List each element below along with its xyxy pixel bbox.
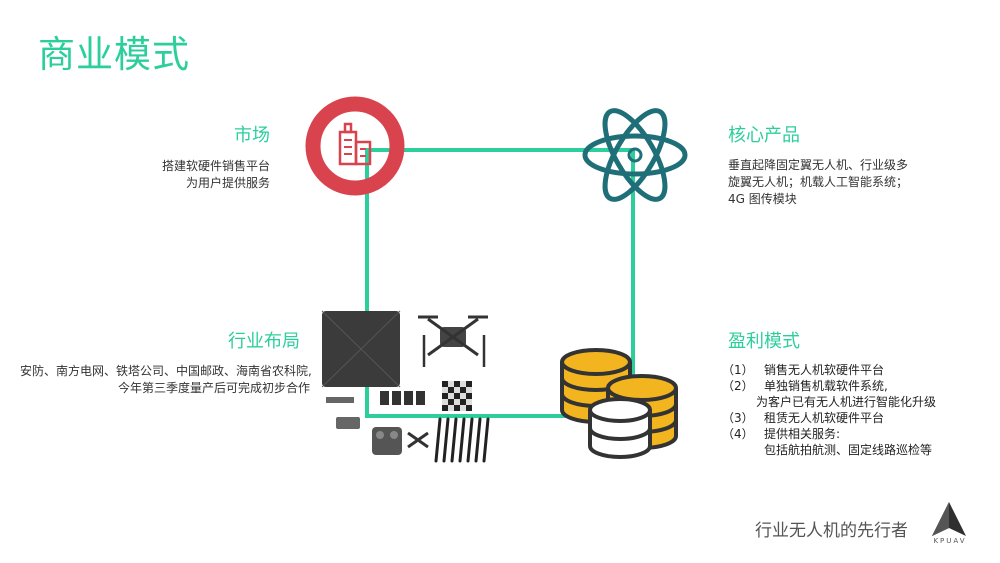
product-line-2: 旋翼无人机；机载人工智能系统； — [728, 175, 909, 189]
profit-item-3: （3） 租赁无人机软硬件平台 — [722, 410, 936, 426]
profit-item-2: （2） 单独销售机载软件系统, — [722, 378, 936, 394]
market-description: 搭建软硬件销售平台 为用户提供服务 — [110, 158, 270, 192]
profit-item-number: （1） — [722, 363, 754, 377]
coin-stacks-icon — [560, 348, 678, 459]
connection-frame — [365, 148, 635, 418]
profit-item-number: （4） — [722, 427, 754, 441]
industry-line-2: 今年第三季度量产后可完成初步合作 — [117, 381, 310, 395]
profit-item-text: 提供相关服务: — [764, 427, 841, 441]
market-line-2: 为用户提供服务 — [185, 176, 270, 190]
profit-heading: 盈利模式 — [728, 331, 800, 352]
market-line-1: 搭建软硬件销售平台 — [161, 159, 270, 173]
product-description: 垂直起降固定翼无人机、行业级多 旋翼无人机；机载人工智能系统； 4G 图传模块 — [728, 157, 908, 208]
market-heading: 市场 — [234, 125, 270, 146]
profit-item-text: 租赁无人机软硬件平台 — [764, 411, 885, 425]
profit-item-4-continued: 包括航拍航测、固定线路巡检等 — [764, 443, 933, 457]
product-line-1: 垂直起降固定翼无人机、行业级多 — [728, 158, 909, 172]
profit-item-4: （4） 提供相关服务: — [722, 426, 936, 442]
profit-list: （1） 销售无人机软硬件平台 （2） 单独销售机载软件系统, 为客户已有无人机进行智… — [722, 362, 936, 458]
profit-item-text: 销售无人机软硬件平台 — [764, 363, 885, 377]
industry-line-1: 安防、南方电网、铁塔公司、中国邮政、海南省农科院, — [20, 364, 312, 378]
profit-item-number: （3） — [722, 411, 754, 425]
industry-description: 安防、南方电网、铁塔公司、中国邮政、海南省农科院, 今年第三季度量产后可完成初步… — [20, 363, 312, 397]
profit-item-number: （2） — [722, 379, 754, 393]
industry-heading: 行业布局 — [228, 331, 300, 352]
product-heading: 核心产品 — [728, 125, 800, 146]
profit-item-2-continued: 为客户已有无人机进行智能化升级 — [756, 395, 937, 409]
slogan: 行业无人机的先行者 — [755, 521, 908, 541]
atom-icon — [582, 108, 688, 202]
building-in-circle-icon — [305, 96, 405, 196]
profit-item-1: （1） 销售无人机软硬件平台 — [722, 362, 936, 378]
page-title: 商业模式 — [38, 33, 190, 76]
logo-text: KPUAV — [933, 537, 967, 545]
drone-equipment-image — [321, 310, 490, 463]
kpuav-logo-icon — [932, 502, 966, 536]
profit-item-text: 单独销售机载软件系统, — [764, 379, 888, 393]
product-line-3: 4G 图传模块 — [728, 192, 797, 206]
